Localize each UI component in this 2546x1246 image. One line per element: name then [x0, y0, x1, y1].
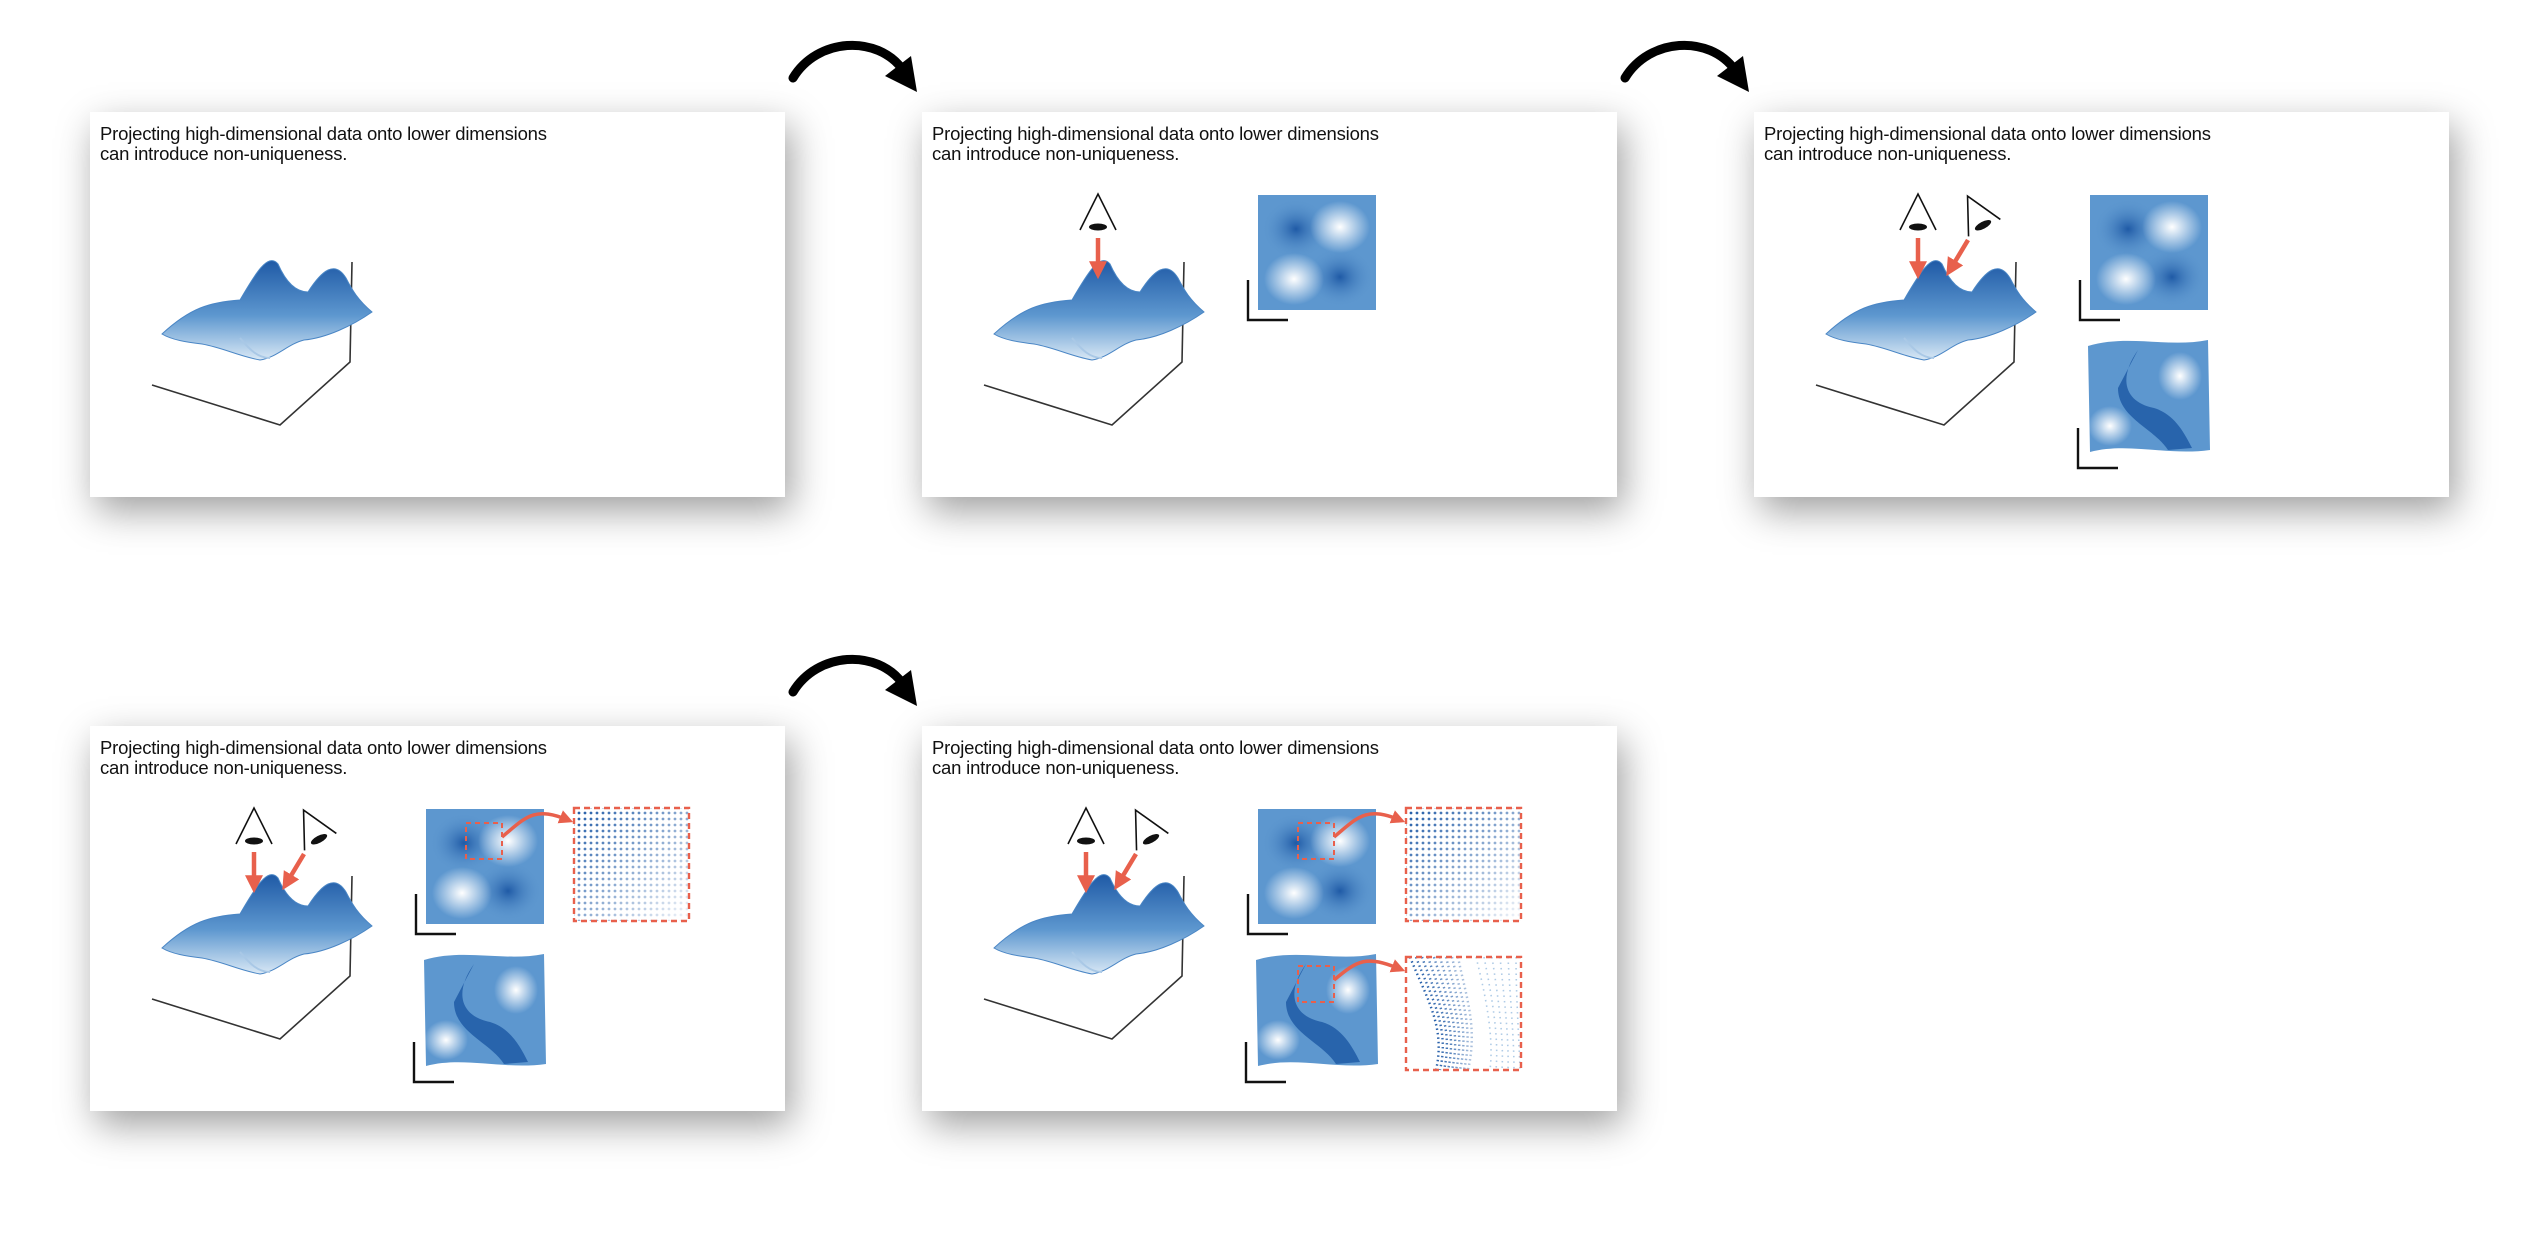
caption-line-1: Projecting high-dimensional data onto lo…	[100, 737, 547, 758]
top-projection	[2078, 195, 2208, 322]
zoom-detail	[572, 806, 691, 923]
zoom-arrow	[1332, 810, 1406, 839]
slide-illustration	[151, 806, 691, 1084]
slide-illustration	[151, 260, 373, 426]
zoom-arrow	[1332, 959, 1406, 982]
scale-bar	[2078, 280, 2120, 322]
projection-arrow	[1946, 238, 1970, 277]
surface-mesh	[1825, 260, 2037, 361]
caption-line-2: can introduce non-uniqueness.	[100, 757, 348, 778]
slide-caption: Projecting high-dimensional data onto lo…	[1764, 124, 2211, 164]
side-projection	[2076, 340, 2210, 470]
slide-2: Projecting high-dimensional data onto lo…	[922, 112, 1617, 497]
zoom-detail	[1404, 806, 1523, 923]
zoom-source-box	[1297, 965, 1335, 1003]
caption-line-1: Projecting high-dimensional data onto lo…	[932, 123, 1379, 144]
caption-line-2: can introduce non-uniqueness.	[932, 757, 1180, 778]
surface-mesh	[993, 260, 1205, 361]
surface-mesh	[161, 874, 373, 975]
curved-arrow-right-icon	[1620, 40, 1749, 92]
zoom-source-box	[1297, 822, 1335, 860]
slide-illustration	[983, 806, 1523, 1084]
curved-arrow-right-icon	[788, 40, 917, 92]
zoom-border	[1404, 806, 1523, 923]
zoom-detail	[1404, 955, 1523, 1072]
scale-bar	[2076, 428, 2118, 470]
surface-plot	[151, 260, 373, 426]
slide-caption: Projecting high-dimensional data onto lo…	[932, 738, 1379, 778]
caption-line-1: Projecting high-dimensional data onto lo…	[1764, 123, 2211, 144]
slide-5: Projecting high-dimensional data onto lo…	[922, 726, 1617, 1111]
slide-4: Projecting high-dimensional data onto lo…	[90, 726, 785, 1111]
projection-arrow	[282, 852, 306, 891]
eye-icon	[302, 808, 337, 851]
slide-caption: Projecting high-dimensional data onto lo…	[932, 124, 1379, 164]
top-projection	[1246, 809, 1376, 936]
surface-plot	[151, 874, 373, 1040]
surface-dip	[239, 951, 271, 973]
scale-bar	[1246, 894, 1288, 936]
surface-mesh	[161, 260, 373, 361]
caption-line-2: can introduce non-uniqueness.	[1764, 143, 2012, 164]
eye-icon	[1899, 192, 1937, 231]
scale-bar	[1244, 1042, 1286, 1084]
eye-icon	[235, 806, 273, 845]
surface-dip	[1903, 337, 1935, 359]
slide-3: Projecting high-dimensional data onto lo…	[1754, 112, 2449, 497]
zoom-inset	[1297, 806, 1523, 923]
scale-bar	[1246, 280, 1288, 322]
eye-icon	[1079, 192, 1117, 231]
top-projection	[1246, 195, 1376, 322]
zoom-source-box	[465, 822, 503, 860]
slide-illustration	[983, 192, 1376, 426]
caption-line-1: Projecting high-dimensional data onto lo…	[932, 737, 1379, 758]
eye-icon	[1067, 806, 1105, 845]
zoom-arrow	[500, 810, 574, 839]
eye-icon	[1134, 808, 1169, 851]
slide-illustration	[1815, 192, 2210, 470]
caption-line-2: can introduce non-uniqueness.	[932, 143, 1180, 164]
surface-mesh	[993, 874, 1205, 975]
zoom-border	[572, 806, 691, 923]
surface-dip	[1071, 951, 1103, 973]
scale-bar	[412, 1042, 454, 1084]
zoom-border	[1404, 955, 1523, 1072]
scale-bar	[414, 894, 456, 936]
slide-caption: Projecting high-dimensional data onto lo…	[100, 124, 547, 164]
eye-icon	[1966, 194, 2001, 237]
surface-plot	[1815, 260, 2037, 426]
surface-plot	[983, 874, 1205, 1040]
side-projection	[1244, 954, 1378, 1084]
caption-line-1: Projecting high-dimensional data onto lo…	[100, 123, 547, 144]
zoom-inset	[465, 806, 691, 923]
surface-dip	[1071, 337, 1103, 359]
side-projection	[412, 954, 546, 1084]
caption-line-2: can introduce non-uniqueness.	[100, 143, 348, 164]
curved-arrow-right-icon	[788, 654, 917, 706]
surface-dip	[239, 337, 271, 359]
slide-1: Projecting high-dimensional data onto lo…	[90, 112, 785, 497]
slide-caption: Projecting high-dimensional data onto lo…	[100, 738, 547, 778]
zoom-inset	[1297, 955, 1523, 1072]
top-projection	[414, 809, 544, 936]
surface-plot	[983, 260, 1205, 426]
projection-arrow	[1114, 852, 1138, 891]
